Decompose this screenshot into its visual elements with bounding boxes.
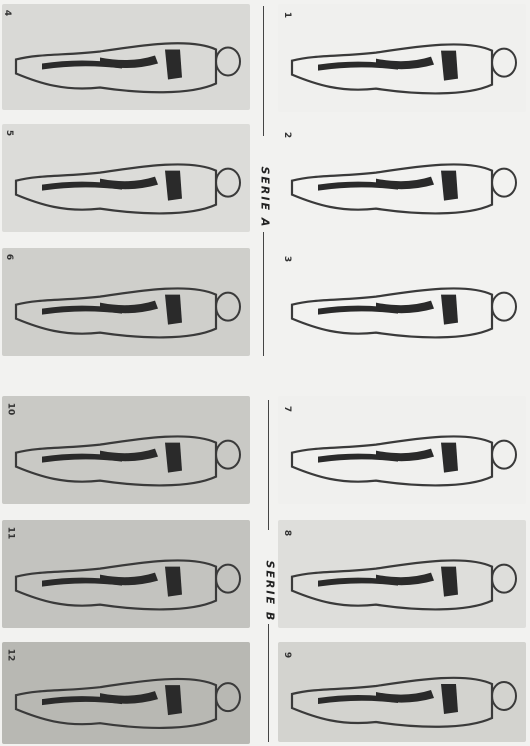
figure-shade [441, 567, 458, 597]
figure-shade [441, 51, 458, 81]
figure-panel: 1 [278, 4, 526, 112]
figure-shade [165, 171, 182, 201]
series-b-label: SERIE B [264, 561, 277, 621]
series-a-label: SERIE A [259, 167, 272, 227]
figure-head [216, 47, 240, 75]
figure-shade [441, 295, 458, 325]
series-rule [268, 624, 269, 742]
figure-shade [165, 49, 182, 79]
figure-panel: 10 [2, 396, 250, 504]
reclining-figure-illustration [278, 520, 526, 628]
panel-number: 3 [282, 256, 292, 262]
figure-head [492, 441, 516, 469]
reclining-figure-illustration [2, 4, 250, 110]
panel-number: 5 [4, 130, 14, 136]
reclining-figure-illustration [2, 642, 250, 744]
panel-number: 8 [282, 530, 292, 536]
panel-number: 2 [282, 132, 292, 138]
reclining-figure-illustration [278, 248, 526, 356]
figure-head [216, 293, 240, 321]
figure-head [216, 565, 240, 593]
reclining-figure-illustration [2, 124, 250, 232]
figure-head [492, 293, 516, 321]
panel-number: 11 [5, 527, 15, 540]
panel-number: 10 [5, 403, 15, 416]
figure-panel: 2 [278, 124, 526, 232]
figure-shade [441, 171, 458, 201]
series-rule [263, 6, 264, 136]
panel-number: 12 [5, 649, 15, 662]
figure-head [216, 683, 240, 711]
figure-head [492, 169, 516, 197]
figure-shade [165, 295, 182, 325]
panel-number: 6 [4, 254, 14, 260]
panel-number: 1 [282, 12, 292, 18]
figure-panel: 12 [2, 642, 250, 744]
figure-panel: 5 [2, 124, 250, 232]
figure-panel: 4 [2, 4, 250, 110]
series-rule [263, 232, 264, 356]
figure-shade [165, 567, 182, 597]
figure-panel: 11 [2, 520, 250, 628]
figure-head [492, 49, 516, 77]
figure-panel: 6 [2, 248, 250, 356]
panel-number: 9 [282, 652, 292, 658]
figure-shade [441, 443, 458, 473]
reclining-figure-illustration [2, 520, 250, 628]
figure-head [216, 441, 240, 469]
figure-panel: 9 [278, 642, 526, 742]
reclining-figure-illustration [278, 124, 526, 232]
figure-head [492, 682, 516, 710]
figure-panel: 3 [278, 248, 526, 356]
figure-head [216, 169, 240, 197]
reclining-figure-illustration [2, 248, 250, 356]
figure-panel: 7 [278, 396, 526, 504]
reclining-figure-illustration [278, 642, 526, 742]
reclining-figure-illustration [278, 396, 526, 504]
series-rule [268, 400, 269, 530]
reclining-figure-illustration [278, 4, 526, 112]
figure-shade [165, 443, 182, 473]
figure-head [492, 565, 516, 593]
figure-panel: 8 [278, 520, 526, 628]
figure-shade [441, 684, 458, 714]
panel-number: 4 [2, 10, 12, 16]
panel-number: 7 [282, 406, 292, 412]
figure-shade [165, 685, 182, 715]
reclining-figure-illustration [2, 396, 250, 504]
